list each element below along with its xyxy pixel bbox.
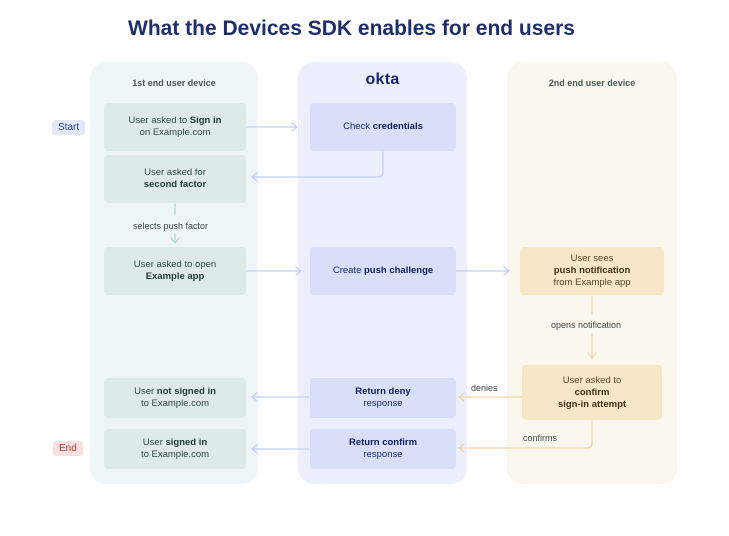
arrow-push-to-notification (455, 266, 510, 276)
arrow-notification-to-confirm (587, 295, 597, 359)
node-not-signed-in-bold: not signed in (156, 386, 216, 397)
node-check-credentials-text: Check (343, 121, 373, 132)
node-open-app-bold: Example app (145, 271, 205, 282)
node-second-factor-text: User asked for (144, 167, 206, 178)
node-confirm-attempt-bold: confirm (574, 386, 610, 398)
node-sign-in-text: User asked to (128, 115, 190, 126)
node-push-challenge: Create push challenge (310, 247, 456, 295)
arrow-open-app-to-push (245, 266, 302, 276)
okta-logo: okta (365, 71, 400, 88)
node-signed-in-bold: signed in (165, 437, 208, 448)
node-signed-in-text-2: to Example.com (140, 449, 210, 460)
edge-label-confirms: confirms (523, 433, 558, 443)
lane-second-device-header: 2nd end user device (548, 78, 636, 88)
node-signed-in: User signed in to Example.com (104, 429, 246, 469)
node-check-credentials: Check credentials (310, 103, 456, 151)
node-second-factor: User asked for second factor (104, 155, 246, 203)
edge-label-opens-notification: opens notification (551, 320, 622, 330)
node-check-credentials-bold: credentials (372, 121, 423, 132)
arrow-return-confirm-to-signed-in (251, 444, 310, 454)
arrow-confirm-to-return-confirm (458, 420, 593, 453)
arrow-check-to-second-factor (251, 151, 384, 182)
node-return-confirm: Return confirm response (310, 429, 456, 469)
node-push-notification: User sees push notification from Example… (520, 247, 664, 295)
node-push-notification-text: User sees (570, 253, 614, 264)
node-open-app: User asked to open Example app (104, 247, 246, 295)
lane-first-device-header: 1st end user device (132, 78, 216, 88)
node-push-challenge-bold: push challenge (364, 265, 434, 276)
arrow-confirm-to-deny (458, 392, 523, 402)
node-return-confirm-bold: Return confirm (348, 437, 418, 448)
page-title: What the Devices SDK enables for end use… (128, 17, 575, 40)
node-not-signed-in: User not signed in to Example.com (104, 378, 246, 418)
node-return-confirm-text: response (363, 449, 403, 460)
node-open-app-text: User asked to open (133, 259, 217, 270)
node-sign-in-bold: Sign in (189, 115, 222, 126)
node-not-signed-in-text: User (134, 386, 157, 397)
arrow-signin-to-check (245, 122, 298, 132)
start-tag: Start (52, 120, 86, 135)
node-return-deny-bold: Return deny (355, 386, 411, 397)
node-second-factor-bold: second factor (143, 179, 207, 190)
arrow-deny-to-not-signed-in (251, 392, 310, 402)
edge-label-selects-push: selects push factor (133, 221, 209, 231)
edge-label-denies: denies (471, 383, 498, 393)
node-confirm-attempt: User asked to confirm sign-in attempt (522, 365, 662, 420)
node-push-notification-text-2: from Example app (553, 277, 631, 288)
node-confirm-attempt-bold-2: sign-in attempt (557, 398, 627, 410)
node-sign-in: User asked to Sign in on Example.com (104, 103, 246, 151)
node-confirm-attempt-text: User asked to (562, 374, 622, 386)
node-push-challenge-text: Create (332, 265, 364, 276)
node-sign-in-text-2: on Example.com (139, 127, 211, 138)
node-signed-in-text: User (142, 437, 166, 448)
arrow-second-factor-to-open-app (170, 203, 180, 244)
end-tag: End (53, 441, 83, 456)
node-not-signed-in-text-2: to Example.com (140, 398, 210, 409)
node-return-deny-text: response (363, 398, 403, 409)
node-push-notification-bold: push notification (553, 265, 631, 276)
node-return-deny: Return deny response (310, 378, 456, 418)
